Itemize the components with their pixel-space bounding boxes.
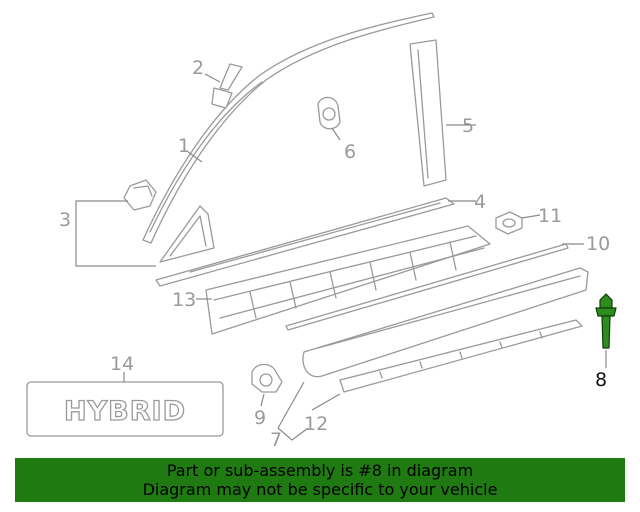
callout-13: 13 — [172, 289, 196, 311]
part-2-clip — [211, 63, 243, 109]
banner-line-1: Part or sub-assembly is #8 in diagram — [166, 461, 474, 480]
callout-12: 12 — [304, 413, 328, 435]
callout-9: 9 — [254, 407, 266, 429]
callout-14: 14 — [110, 353, 134, 375]
callout-3: 3 — [59, 209, 71, 231]
callout-10: 10 — [586, 233, 610, 255]
part-3-clip — [123, 179, 157, 211]
info-banner: Part or sub-assembly is #8 in diagram Di… — [15, 458, 625, 502]
callout-8: 8 — [595, 369, 607, 391]
part-9-clip — [251, 363, 283, 393]
banner-line-2: Diagram may not be specific to your vehi… — [142, 480, 498, 499]
callout-7: 7 — [270, 429, 282, 451]
callout-4: 4 — [474, 191, 486, 213]
part-10-lower-strip — [285, 243, 569, 331]
part-12-lower-strip — [339, 319, 583, 393]
part-13-rocker-panel — [205, 225, 491, 335]
callout-2: 2 — [192, 57, 204, 79]
part-4-belt-molding — [155, 197, 455, 287]
callout-1: 1 — [178, 135, 190, 157]
part-6-grommet — [317, 96, 341, 130]
leader-lines — [75, 73, 607, 441]
part-5-pillar-applique — [409, 39, 447, 187]
callout-labels: 1 2 3 4 5 6 7 8 9 10 11 12 13 14 — [59, 57, 610, 451]
part-1-pillar-molding — [142, 12, 435, 244]
callout-6: 6 — [344, 141, 356, 163]
emblem-text: HYBRID — [64, 396, 186, 427]
callout-5: 5 — [462, 115, 474, 137]
part-8-fastener-highlighted — [595, 293, 617, 349]
part-3-corner-piece — [159, 205, 215, 263]
callout-11: 11 — [538, 205, 562, 227]
part-14-hybrid-emblem: HYBRID — [26, 381, 224, 437]
part-11-nut — [495, 211, 523, 235]
part-7-rocker-molding — [302, 267, 589, 378]
